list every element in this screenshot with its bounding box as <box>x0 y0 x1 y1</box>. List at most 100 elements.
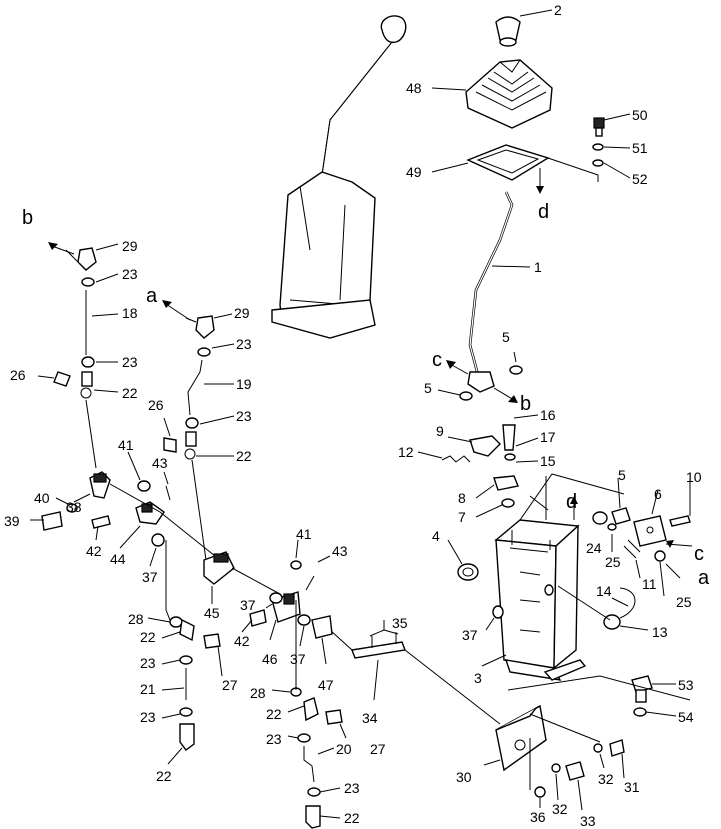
part-label: 10 <box>686 469 702 485</box>
bolt-37 <box>492 605 504 619</box>
part-label: 42 <box>86 543 102 559</box>
part-label: 4 <box>432 528 440 544</box>
part-label: 16 <box>540 407 556 423</box>
part-label: 27 <box>222 677 238 693</box>
part-label: 20 <box>336 741 352 757</box>
part-label: 11 <box>642 576 657 592</box>
bolt-50-washers <box>592 117 605 167</box>
letter-c: c <box>432 349 442 371</box>
part-label: 36 <box>530 809 546 825</box>
part-label: 15 <box>540 453 556 469</box>
knob-2 <box>495 16 521 47</box>
part-label: 54 <box>678 709 694 725</box>
part-label: 12 <box>398 444 414 460</box>
part-label: 51 <box>632 140 648 156</box>
part-number-labels: 2 48 50 51 52 49 1 5 5 16 17 9 12 15 8 7… <box>4 2 702 829</box>
part-label: 22 <box>122 385 138 401</box>
part-label: 6 <box>654 486 662 502</box>
part-label: 1 <box>534 259 542 275</box>
part-label: 50 <box>632 107 648 123</box>
letter-a: a <box>698 567 710 589</box>
part-label: 44 <box>110 551 126 567</box>
levers-38-44 <box>41 471 171 547</box>
part-label: 17 <box>540 429 556 445</box>
part-label: 47 <box>318 677 334 693</box>
part-label: 2 <box>554 2 562 18</box>
lever-46-47 <box>249 560 333 639</box>
part-label: 31 <box>624 779 640 795</box>
bolt-53-washer-54 <box>631 675 653 717</box>
assembled-lever-illustration <box>271 15 407 339</box>
part-label: 13 <box>652 624 668 640</box>
part-label: 38 <box>66 499 82 515</box>
part-label: 24 <box>586 540 602 556</box>
part-label: 7 <box>458 509 466 525</box>
part-label: 28 <box>128 611 144 627</box>
part-label: 41 <box>118 437 134 453</box>
lever-rod-1 <box>467 191 514 393</box>
part-label: 23 <box>140 655 156 671</box>
part-label: 26 <box>10 367 26 383</box>
part-label: 25 <box>605 554 621 570</box>
plate-30 <box>495 704 547 798</box>
callout-letters: d c b d c a b a <box>22 201 710 589</box>
part-label: 43 <box>152 455 168 471</box>
bracket-6-parts <box>592 507 691 562</box>
part-label: 18 <box>122 305 138 321</box>
part-label: 5 <box>618 467 626 483</box>
part-label: 22 <box>236 448 252 464</box>
part-label: 42 <box>234 633 250 649</box>
rod-21-assembly <box>169 616 221 751</box>
part-label: 3 <box>474 670 482 686</box>
rod-20-assembly <box>290 687 343 829</box>
part-label: 9 <box>436 423 444 439</box>
part-label: 29 <box>234 305 250 321</box>
shaft-34 <box>351 632 406 659</box>
part-label: 22 <box>156 768 172 784</box>
part-label: 48 <box>406 80 422 96</box>
part-label: 32 <box>552 801 568 817</box>
part-label: 52 <box>632 171 648 187</box>
bracket-box-3 <box>494 519 587 681</box>
part-label: 14 <box>596 583 612 599</box>
part-label: 34 <box>362 710 378 726</box>
part-label: 25 <box>676 594 692 610</box>
part-label: 23 <box>344 780 360 796</box>
part-label: 23 <box>140 709 156 725</box>
part-label: 43 <box>332 543 348 559</box>
part-label: 23 <box>122 266 138 282</box>
part-label: 37 <box>142 569 158 585</box>
part-label: 23 <box>266 731 282 747</box>
boot-48 <box>465 59 553 129</box>
part-label: 33 <box>580 813 596 829</box>
letter-c: c <box>694 543 704 565</box>
part-label: 5 <box>502 329 510 345</box>
rod-18-assembly <box>53 247 97 399</box>
part-label: 22 <box>344 810 360 826</box>
letter-b: b <box>520 393 531 415</box>
part-label: 5 <box>424 380 432 396</box>
part-label: 37 <box>240 597 256 613</box>
part-label: 46 <box>262 651 278 667</box>
part-label: 8 <box>458 490 466 506</box>
bolts-31-32-33 <box>551 739 625 781</box>
plate-49 <box>466 144 550 181</box>
part-label: 49 <box>406 164 422 180</box>
part-label: 23 <box>236 336 252 352</box>
part-label: 19 <box>236 376 252 392</box>
part-label: 53 <box>678 677 694 693</box>
rubber-4 <box>457 563 479 581</box>
part-label: 27 <box>370 741 386 757</box>
part-label: 39 <box>4 513 20 529</box>
lever-45 <box>203 551 235 585</box>
part-label: 22 <box>140 629 156 645</box>
letter-d: d <box>538 201 549 223</box>
letter-d: d <box>566 491 577 513</box>
part-label: 32 <box>598 771 614 787</box>
part-label: 29 <box>122 238 138 254</box>
part-label: 37 <box>290 651 306 667</box>
rod-19-assembly <box>163 315 215 460</box>
letter-b: b <box>22 207 33 229</box>
part-label: 37 <box>462 627 478 643</box>
